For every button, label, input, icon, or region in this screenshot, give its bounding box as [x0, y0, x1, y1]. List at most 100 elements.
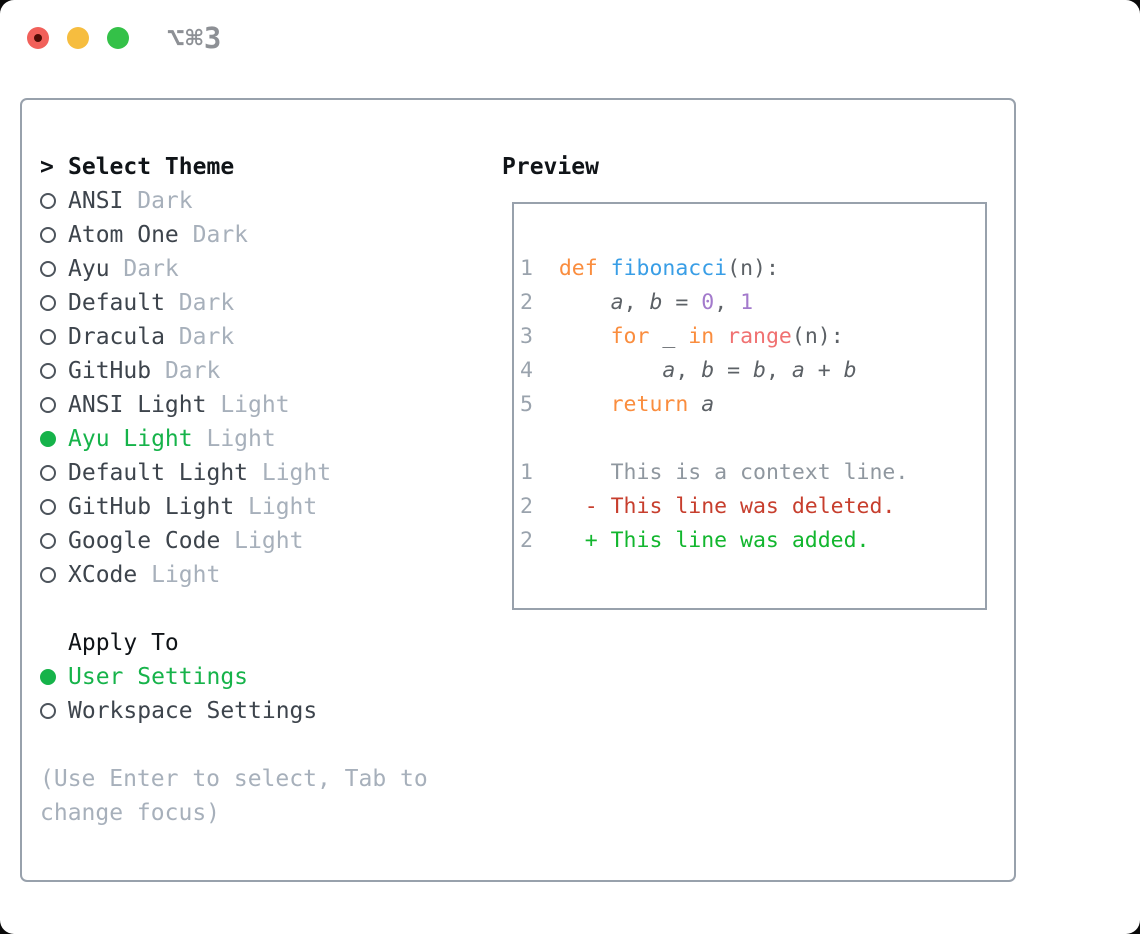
code-token: = — [662, 290, 702, 315]
radio-circle — [40, 533, 56, 549]
option-label: ANSI — [68, 188, 124, 214]
theme-option-google-code[interactable]: Google Code Light — [40, 524, 485, 558]
code-line: 2 + This line was added. — [520, 524, 985, 558]
theme-option-ayu[interactable]: Ayu Dark — [40, 252, 485, 286]
apply-to-title: Apply To — [68, 630, 179, 656]
variant-tag: Dark — [109, 256, 179, 282]
variant-tag: Light — [234, 494, 318, 520]
code-token: def — [558, 256, 598, 281]
code-token: in — [688, 324, 715, 349]
code-token — [559, 324, 611, 349]
spacer — [40, 592, 485, 626]
theme-option-github[interactable]: GitHub Dark — [40, 354, 485, 388]
theme-option-dracula[interactable]: Dracula Dark — [40, 320, 485, 354]
line-number: 1 — [520, 460, 533, 485]
theme-option-github-light[interactable]: GitHub Light Light — [40, 490, 485, 524]
code-line: 3 for _ in range(n): — [520, 320, 985, 354]
variant-tag: Light — [137, 562, 221, 588]
radio-icon[interactable] — [40, 465, 68, 481]
variant-tag: Dark — [178, 222, 249, 248]
option-label: Workspace Settings — [68, 698, 318, 724]
variant-tag: Dark — [164, 290, 235, 316]
code-token: 0 — [701, 290, 715, 315]
variant-tag: Light — [248, 460, 332, 486]
code-line: 4 a, b = b, a + b — [520, 354, 985, 388]
variant-tag: Dark — [123, 188, 193, 214]
radio-icon[interactable] — [40, 397, 68, 413]
hint-text: (Use Enter to select, Tab to change focu… — [40, 766, 428, 826]
radio-circle — [40, 397, 56, 413]
option-label: Default Light — [68, 460, 249, 486]
line-number: 4 — [520, 358, 533, 383]
zoom-button[interactable] — [107, 27, 129, 49]
theme-option-ansi-light[interactable]: ANSI Light Light — [40, 388, 485, 422]
theme-option-xcode[interactable]: XCode Light — [40, 558, 485, 592]
line-number: 5 — [520, 392, 533, 417]
close-button[interactable] — [27, 27, 49, 49]
code-token: b — [753, 358, 766, 383]
option-label: Dracula — [68, 324, 165, 350]
code-token: b — [843, 358, 857, 383]
theme-option-ansi[interactable]: ANSI Dark — [40, 184, 485, 218]
radio-circle — [40, 465, 56, 481]
code-token: , — [675, 358, 702, 383]
option-label: Google Code — [68, 528, 221, 554]
radio-icon[interactable] — [40, 363, 68, 379]
code-token: b — [701, 358, 715, 383]
radio-icon[interactable] — [40, 295, 68, 311]
apply-option-workspace-settings[interactable]: Workspace Settings — [40, 694, 485, 728]
code-line: 2 - This line was deleted. — [520, 490, 985, 524]
option-label: GitHub Light — [68, 494, 235, 520]
theme-option-default-light[interactable]: Default Light Light — [40, 456, 485, 490]
radio-selected-icon[interactable] — [40, 669, 68, 685]
code-token: , — [714, 290, 741, 315]
theme-option-default[interactable]: Default Dark — [40, 286, 485, 320]
code-line: 2 a, b = 0, 1 — [520, 286, 985, 320]
code-token: _ — [649, 324, 689, 349]
prompt-icon: > — [40, 154, 54, 180]
radio-icon[interactable] — [40, 533, 68, 549]
radio-icon[interactable] — [40, 193, 68, 209]
variant-tag: Dark — [164, 324, 235, 350]
theme-option-atom-one[interactable]: Atom One Dark — [40, 218, 485, 252]
radio-icon[interactable] — [40, 703, 68, 719]
minimize-button[interactable] — [67, 27, 89, 49]
code-token: (n): — [727, 256, 779, 281]
code-token: a — [662, 358, 676, 383]
radio-circle — [40, 193, 56, 209]
code-token — [559, 290, 611, 315]
code-token: + This line was added. — [584, 528, 870, 553]
radio-circle — [40, 669, 56, 685]
radio-icon[interactable] — [40, 567, 68, 583]
line-number: 2 — [520, 528, 533, 553]
line-number: 2 — [520, 494, 533, 519]
theme-list-title: Select Theme — [68, 154, 235, 180]
code-token: This is a context line. — [610, 460, 909, 485]
radio-circle — [40, 363, 56, 379]
apply-option-user-settings[interactable]: User Settings — [40, 660, 485, 694]
radio-selected-icon[interactable] — [40, 431, 68, 447]
option-label: ANSI Light — [68, 392, 207, 418]
code-line: 1 This is a context line. — [520, 456, 985, 490]
radio-icon[interactable] — [40, 227, 68, 243]
code-token: for — [610, 324, 650, 349]
code-token — [559, 460, 611, 485]
apply-to-header: Apply To — [40, 626, 485, 660]
code-token: (n): — [791, 324, 844, 349]
radio-icon[interactable] — [40, 329, 68, 345]
code-token — [714, 324, 727, 349]
code-token — [688, 392, 701, 417]
radio-icon[interactable] — [40, 499, 68, 515]
code-token: 1 — [740, 290, 754, 315]
code-token — [559, 358, 663, 383]
radio-icon[interactable] — [40, 261, 68, 277]
code-token: , — [623, 290, 650, 315]
code-token: a — [610, 290, 624, 315]
code-token — [559, 392, 611, 417]
theme-option-ayu-light[interactable]: Ayu Light Light — [40, 422, 485, 456]
